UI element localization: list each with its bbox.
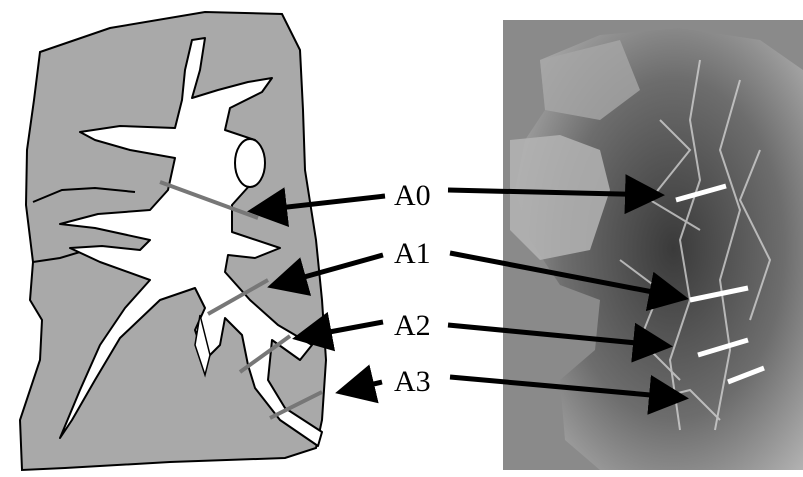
specimen-photo <box>503 20 803 470</box>
vessel-cross-section <box>235 139 265 187</box>
schematic-organ <box>20 12 326 470</box>
label-a0: A0 <box>394 179 431 212</box>
label-a3: A3 <box>394 365 431 398</box>
label-a1: A1 <box>394 237 431 270</box>
arrow-a3-left <box>340 382 382 392</box>
label-a2: A2 <box>394 309 431 342</box>
